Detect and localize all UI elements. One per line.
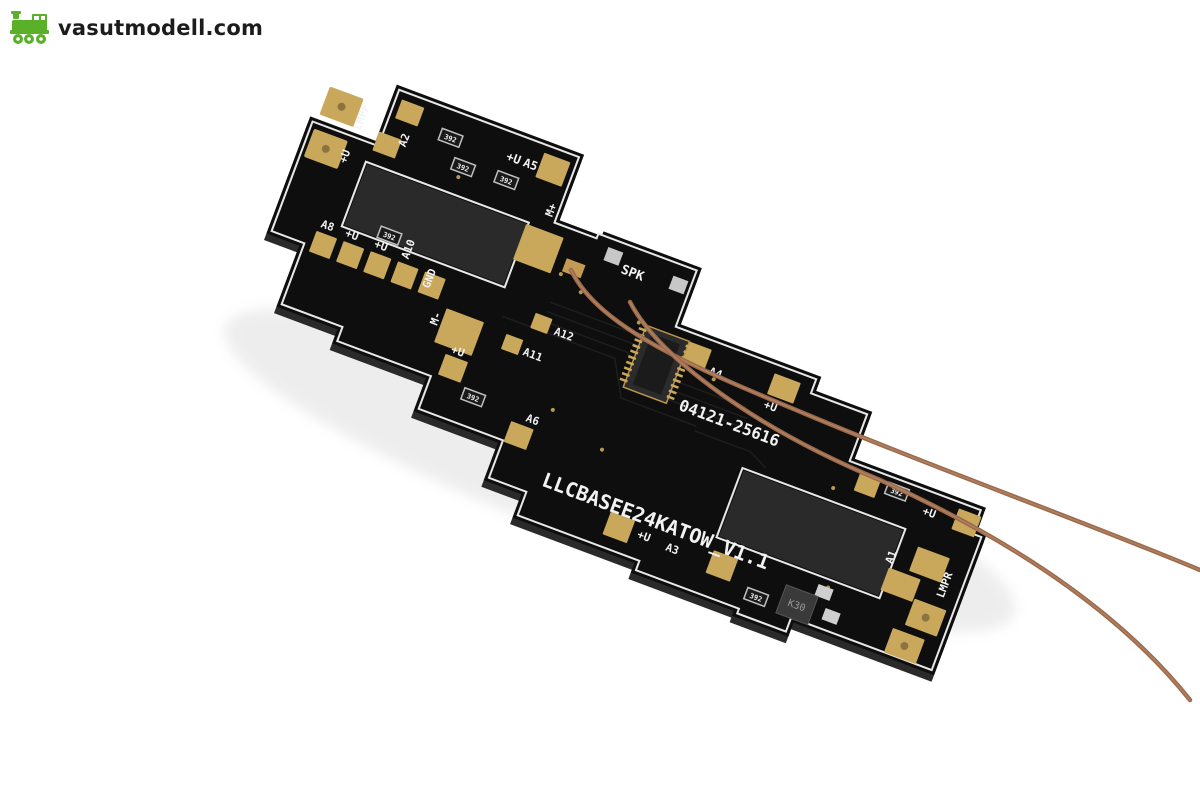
smd-resistors: 392 392 392 392 392 392 [376,127,911,625]
speaker-wires [568,267,1200,703]
label-u2: +U [336,148,353,165]
label-u4: +U [373,237,390,254]
label-u5: +U [449,343,466,360]
resistor-r4-label: 392 [382,231,397,243]
resistor-r2-label: 392 [455,162,470,174]
resistor-r3-label: 392 [499,175,514,187]
label-a1: A1 [883,548,900,565]
label-mminus: M- [427,310,444,327]
locomotive-icon [10,11,49,44]
label-a2: A2 [396,132,413,149]
resistor-r1-label: 392 [443,133,458,145]
label-a6: A6 [524,412,541,429]
label-u8: +U [921,504,938,521]
logo-text: vasutmodell.com [58,16,264,40]
label-u3: +U [343,227,360,244]
label-a8: A8 [319,217,336,234]
inductor-k30: K30 [775,584,819,626]
gold-pads [304,86,982,664]
label-mplus: M+ [543,201,560,218]
label-u7: +U [635,528,652,545]
resistor-r5-label: 392 [466,392,481,404]
label-u1: +U [504,149,522,167]
label-a3: A3 [664,541,681,558]
resistor-r7-label: 392 [748,592,763,604]
resistor-r6-label: 392 [889,487,904,499]
site-logo[interactable]: vasutmodell.com [10,10,263,46]
pcb-board: 392 392 392 392 392 392 [263,84,987,682]
label-a5: A5 [521,155,539,173]
